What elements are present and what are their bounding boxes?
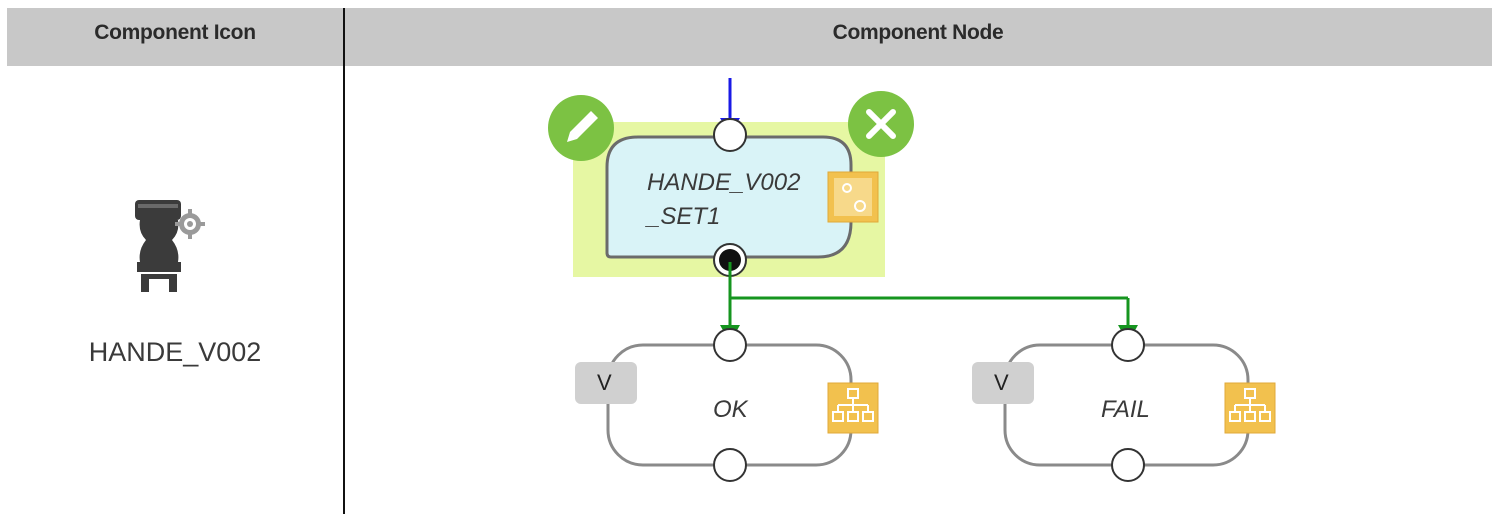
variable-badge-label: V [994,370,1009,395]
close-icon[interactable] [848,91,914,157]
gear-icon [175,209,205,239]
branch-input-port [1111,328,1145,362]
component-node-diagram: HANDE_V002 _SET1 V [548,78,1276,482]
gripper-icon[interactable] [80,190,280,390]
header-component-node: Component Node [832,21,1004,44]
node-title-line1: HANDE_V002 [647,169,800,196]
component-label: HANDE_V002 [88,337,262,367]
hierarchy-icon[interactable] [1224,382,1276,434]
branch-label-fail: FAIL [1101,396,1150,423]
variable-badge [575,362,637,404]
branch-output-port [1111,448,1145,482]
table-header: Component Icon Component Node [7,8,1492,66]
branch-label-ok: OK [713,396,749,423]
hierarchy-icon[interactable] [827,382,879,434]
column-divider [343,8,345,514]
node-title-line2: _SET1 [645,203,720,230]
variable-badge [972,362,1034,404]
branch-node-fail[interactable]: V FAIL [972,328,1276,482]
branch-output-port [713,448,747,482]
branch-node-ok[interactable]: V OK [575,328,879,482]
pencil-icon[interactable] [548,95,614,161]
input-port[interactable] [713,118,747,152]
header-component-icon: Component Icon [94,21,256,44]
branch-input-port [713,328,747,362]
variable-badge-label: V [597,370,612,395]
gear-icon[interactable] [827,171,879,223]
main-node[interactable] [605,135,853,259]
